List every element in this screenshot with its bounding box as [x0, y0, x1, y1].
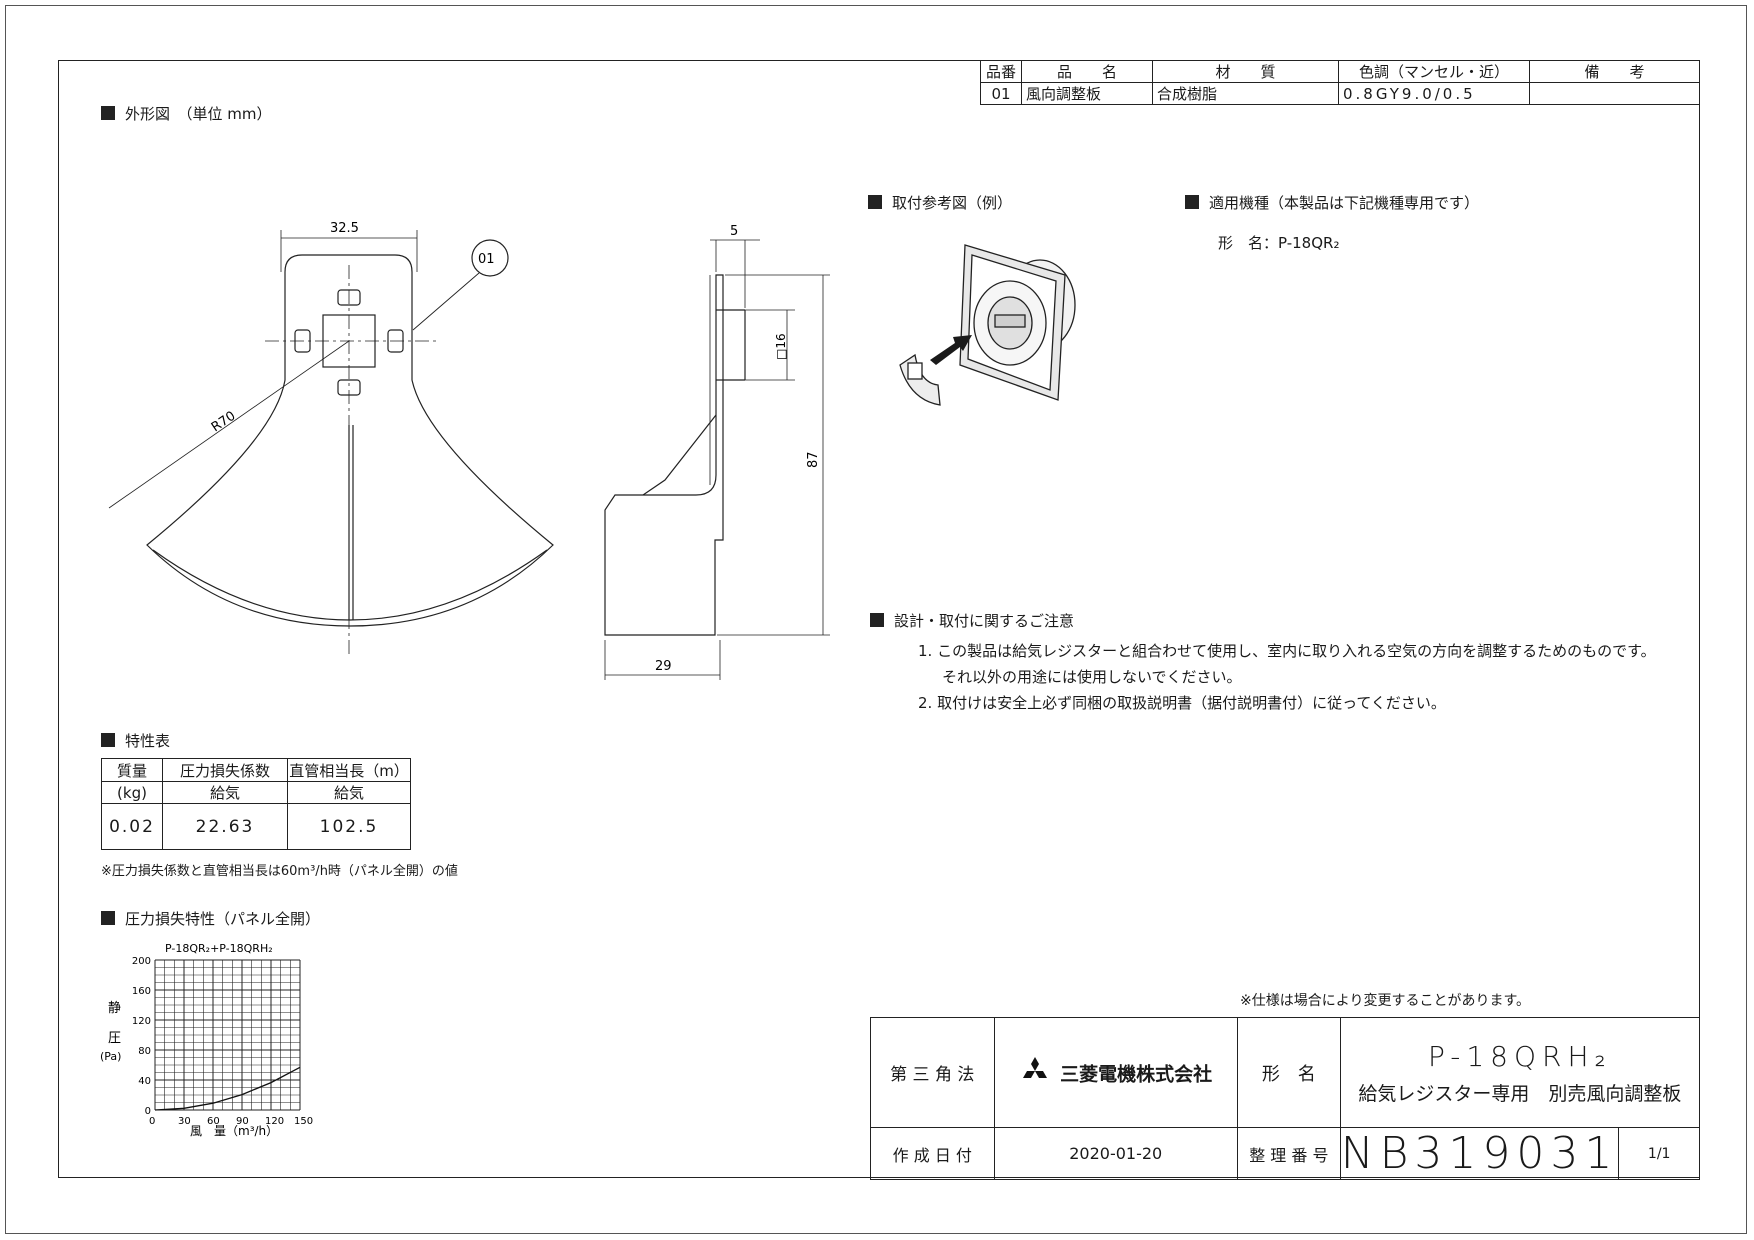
plate-inner-arc — [152, 549, 548, 621]
mounting-ref-heading: 取付参考図（例） — [868, 192, 1012, 213]
part-callout-label: 01 — [478, 252, 495, 267]
date-value: 2020-01-20 — [993, 1127, 1238, 1180]
bullet-square-icon — [101, 911, 115, 925]
side-outline — [604, 274, 724, 636]
note-2: 2. 取付けは安全上必ず同梱の取扱説明書（据付説明書付）に従ってください。 — [918, 694, 1446, 712]
mitsubishi-logo-icon — [1019, 1056, 1051, 1089]
char-sub-len: 給気 — [287, 781, 411, 804]
applicable-heading: 適用機種（本製品は下記機種専用です） — [1185, 192, 1479, 213]
char-sub-coef: 給気 — [162, 781, 288, 804]
char-header-mass-unit: (kg) — [101, 781, 163, 804]
chart-x-tick-label: 150 — [294, 1116, 313, 1127]
model-number: P-18QRH₂ — [1427, 1039, 1612, 1073]
characteristics-table: 質量 圧力損失係数 直管相当長（m） (kg) 給気 給気 0.02 22.63… — [101, 758, 411, 850]
front-view-drawing: 32.5 01 R70 — [108, 221, 554, 655]
chart-ylabel-2: 圧 — [108, 1031, 121, 1046]
bullet-square-icon — [1185, 195, 1199, 209]
note-1-cont: それ以外の用途には使用しないでください。 — [942, 668, 1242, 686]
title-block: 第 三 角 法 三菱電機株式会社 形 名 P-18QRH₂ 給気レジスター専用 … — [870, 1017, 1701, 1180]
company-name: 三菱電機株式会社 — [1060, 1063, 1213, 1085]
parts-header-remarks: 備 考 — [1529, 60, 1700, 83]
parts-header-material: 材 質 — [1152, 60, 1339, 83]
model-label: 形 名 — [1236, 1017, 1341, 1128]
projection-label: 第 三 角 法 — [870, 1017, 995, 1128]
note-1: 1. この製品は給気レジスターと組合わせて使用し、室内に取り入れる空気の方向を調… — [918, 642, 1656, 660]
callout-leader — [412, 272, 480, 331]
company-cell: 三菱電機株式会社 — [993, 1017, 1238, 1128]
chart-series-line — [154, 1066, 301, 1111]
dim-width-label: 32.5 — [330, 221, 359, 236]
parts-cell-remarks — [1529, 82, 1700, 105]
side-view-drawing: 5 □16 87 29 — [604, 224, 830, 680]
chart-ticks: 0 30 60 90 120 150 0 40 80 120 160 200 — [132, 956, 313, 1127]
parts-cell-color: 0.8GY9.0/0.5 — [1338, 82, 1530, 105]
model-description: 給気レジスター専用 別売風向調整板 — [1358, 1082, 1682, 1105]
sheet-outer-border — [5, 5, 1747, 1234]
parts-header-color: 色調（マンセル・近） — [1338, 60, 1530, 83]
char-header-mass: 質量 — [101, 758, 163, 782]
chart-x-tick-label: 120 — [265, 1116, 284, 1127]
spec-notice: ※仕様は場合により変更することがあります。 — [1240, 993, 1531, 1009]
chart-y-tick-label: 120 — [132, 1016, 151, 1027]
pressure-loss-heading: 圧力損失特性（パネル全開） — [101, 908, 320, 929]
parts-table: 品番 品 名 材 質 色調（マンセル・近） 備 考 01 風向調整板 合成樹脂 … — [980, 60, 1700, 105]
chart-x-tick-label: 60 — [207, 1116, 220, 1127]
parts-cell-no: 01 — [980, 82, 1022, 105]
chart-y-tick-label: 200 — [132, 956, 151, 967]
bullet-square-icon — [868, 195, 882, 209]
parts-cell-name: 風向調整板 — [1021, 82, 1153, 105]
bullet-square-icon — [870, 613, 884, 627]
char-mass-value: 0.02 — [101, 803, 163, 850]
parts-cell-material: 合成樹脂 — [1152, 82, 1339, 105]
pressure-loss-chart: P-18QR₂+P-18QRH₂ 0 30 60 90 120 150 0 40 80 120 16… — [100, 942, 313, 1138]
chart-y-tick-label: 0 — [145, 1106, 151, 1117]
page-number: 1/1 — [1618, 1127, 1700, 1180]
chart-x-tick-label: 0 — [149, 1116, 155, 1127]
insert-arrow-icon — [930, 335, 972, 365]
chart-x-tick-label: 90 — [236, 1116, 249, 1127]
chart-xlabel: 風 量（m³/h） — [190, 1124, 278, 1138]
char-len-value: 102.5 — [287, 803, 411, 850]
outline-heading: 外形図 （単位 mm） — [101, 103, 272, 124]
char-coef-value: 22.63 — [162, 803, 288, 850]
deflector-square — [907, 362, 923, 380]
char-header-coef: 圧力損失係数 — [162, 758, 288, 782]
number-value: NB319031 — [1339, 1127, 1620, 1180]
radius-leader — [108, 340, 350, 509]
chart-grid — [154, 959, 301, 1111]
dim-height-label: 87 — [806, 451, 821, 468]
date-label: 作 成 日 付 — [870, 1127, 995, 1180]
char-header-len: 直管相当長（m） — [287, 758, 411, 782]
bullet-square-icon — [101, 733, 115, 747]
side-gusset — [642, 414, 717, 496]
bullet-square-icon — [101, 106, 115, 120]
mounting-reference-illustration — [899, 244, 1076, 406]
chart-ylabel-unit: (Pa) — [100, 1050, 121, 1063]
parts-header-name: 品 名 — [1021, 60, 1153, 83]
model-cell: P-18QRH₂ 給気レジスター専用 別売風向調整板 — [1339, 1017, 1701, 1128]
chart-y-tick-label: 80 — [138, 1046, 151, 1057]
notes-heading: 設計・取付に関するご注意 — [870, 610, 1074, 631]
chart-y-tick-label: 40 — [138, 1076, 151, 1087]
chart-title: P-18QR₂+P-18QRH₂ — [165, 942, 273, 955]
number-label: 整 理 番 号 — [1236, 1127, 1341, 1180]
chart-x-tick-label: 30 — [178, 1116, 191, 1127]
chart-ylabel-1: 静 — [108, 1001, 121, 1016]
part-callout-circle — [471, 239, 509, 277]
characteristics-heading: 特性表 — [101, 730, 170, 751]
plate-outline — [146, 254, 554, 627]
dim-square-label: □16 — [774, 333, 788, 360]
characteristics-note: ※圧力損失係数と直管相当長は60m³/h時（パネル全開）の値 — [101, 864, 458, 879]
applicable-model: 形 名：P-18QR₂ — [1218, 234, 1340, 252]
dim-depth-label: 29 — [655, 659, 672, 674]
chart-y-tick-label: 160 — [132, 986, 151, 997]
dim-thickness-label: 5 — [730, 224, 738, 239]
parts-header-no: 品番 — [980, 60, 1022, 83]
dim-radius-label: R70 — [209, 409, 239, 436]
